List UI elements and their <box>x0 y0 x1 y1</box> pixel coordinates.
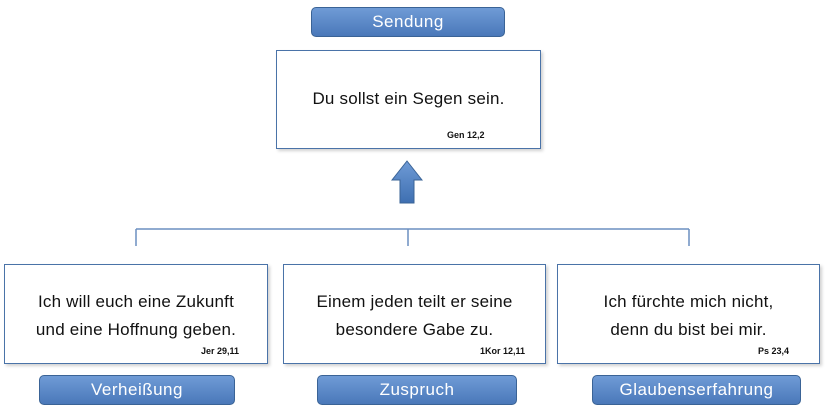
quote-sendung: Du sollst ein Segen sein. <box>312 89 505 108</box>
label-zuspruch: Zuspruch <box>317 375 517 405</box>
up-arrow-icon <box>391 160 423 204</box>
quote-verheissung-line2: und eine Hoffnung geben. <box>35 320 237 339</box>
label-verheissung: Verheißung <box>39 375 235 405</box>
card-glaubenserfahrung: Ich fürchte mich nicht, denn du bist bei… <box>557 264 820 364</box>
quote-verheissung-line1: Ich will euch eine Zukunft <box>37 292 235 311</box>
label-glaubenserfahrung: Glaubenserfahrung <box>592 375 801 405</box>
card-verheissung: Ich will euch eine Zukunft und eine Hoff… <box>4 264 268 364</box>
quote-glaubenserfahrung-line2: denn du bist bei mir. <box>610 320 767 339</box>
quote-zuspruch-line1: Einem jeden teilt er seine <box>316 292 513 311</box>
quote-zuspruch-line2: besondere Gabe zu. <box>335 320 494 339</box>
ref-verheissung: Jer 29,11 <box>201 346 240 356</box>
label-sendung: Sendung <box>311 7 505 37</box>
quote-glaubenserfahrung-line1: Ich fürchte mich nicht, <box>603 292 774 311</box>
ref-zuspruch: 1Kor 12,11 <box>480 346 526 356</box>
card-zuspruch: Einem jeden teilt er seine besondere Gab… <box>283 264 546 364</box>
card-sendung: Du sollst ein Segen sein. Gen 12,2 <box>276 50 541 149</box>
ref-glaubenserfahrung: Ps 23,4 <box>758 346 790 356</box>
ref-sendung: Gen 12,2 <box>447 130 485 140</box>
